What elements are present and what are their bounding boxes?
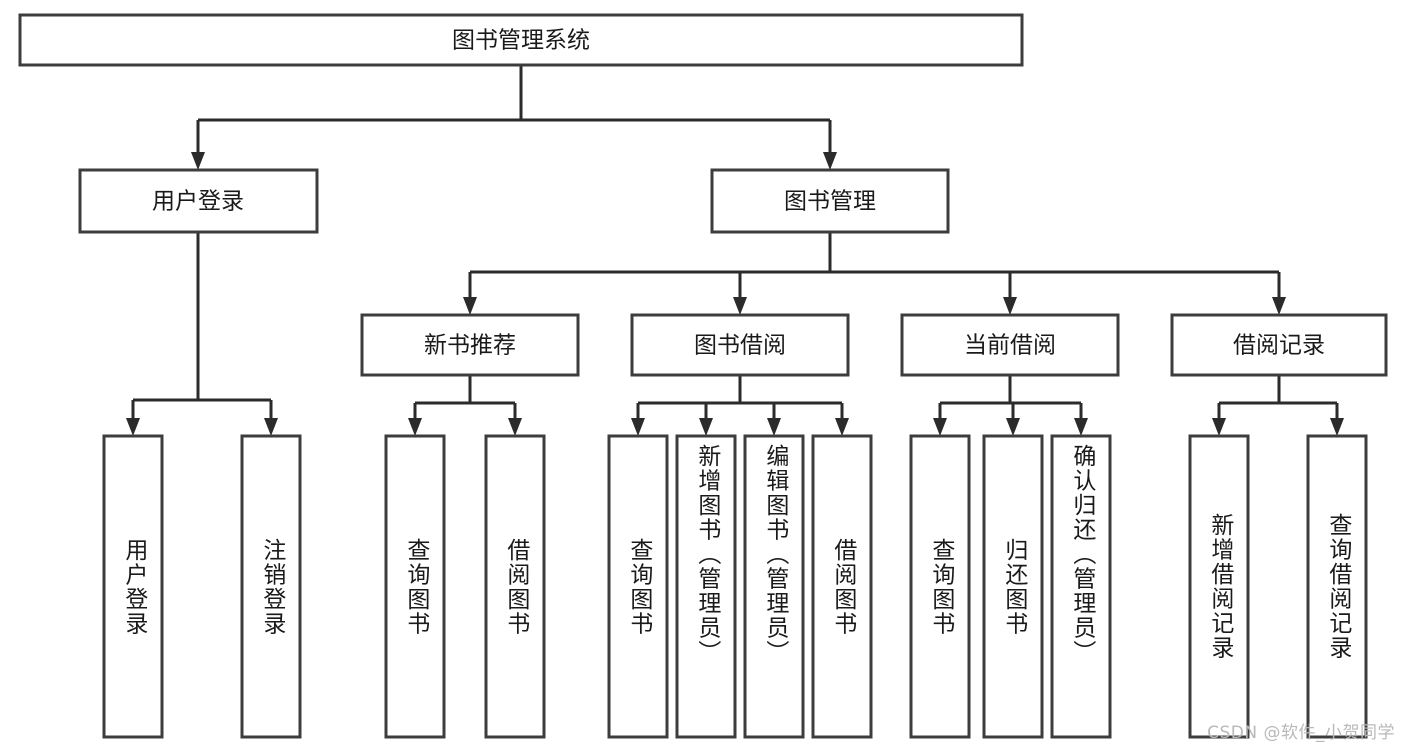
node-new-book-rec-box[interactable] [360, 313, 580, 377]
arrowhead-leaf-add-book [699, 418, 713, 436]
arrowhead-borrow-record [1272, 297, 1286, 315]
leaf-boxes [102, 434, 1368, 739]
leaf-box-query-record[interactable] [1306, 434, 1368, 739]
arrowhead-leaf-edit-book [767, 418, 781, 436]
leaf-box-add-record[interactable] [1188, 434, 1250, 739]
node-current-borrow-label: 当前借阅 [964, 333, 1056, 359]
node-borrow-record-box[interactable] [1170, 313, 1388, 377]
arrowhead-leaf-user-login [126, 418, 140, 436]
node-book-manage[interactable]: 图书管理 [710, 168, 950, 234]
csdn-watermark: CSDN @软件_小贺同学 [1207, 723, 1395, 743]
node-root-label: 图书管理系统 [452, 28, 590, 54]
leaf-box-query-book-3[interactable] [909, 434, 971, 739]
node-current-borrow[interactable]: 当前借阅 [900, 313, 1120, 377]
node-root[interactable]: 图书管理系统 [18, 13, 1024, 67]
node-user-login-box[interactable] [78, 168, 319, 234]
leaf-box-query-book-2[interactable] [607, 434, 669, 739]
connectors-book-borrow-to-leaves [631, 375, 849, 436]
arrowhead-leaf-confirm-return [1074, 418, 1088, 436]
arrowhead-leaf-logout-login [264, 418, 278, 436]
leaf-box-add-book[interactable] [675, 434, 737, 739]
arrowhead-leaf-borrow-book-1 [508, 418, 522, 436]
node-current-borrow-box[interactable] [900, 313, 1120, 377]
arrowhead-leaf-query-record [1330, 418, 1344, 436]
connectors-current-borrow-to-leaves [933, 375, 1088, 436]
leaf-box-borrow-book-1[interactable] [484, 434, 546, 739]
arrowhead-book-borrow [733, 297, 747, 315]
node-book-manage-label: 图书管理 [784, 189, 876, 215]
node-new-book-rec-label: 新书推荐 [424, 333, 516, 359]
arrowhead-leaf-add-record [1212, 418, 1226, 436]
node-borrow-record[interactable]: 借阅记录 [1170, 313, 1388, 377]
connectors-new-book-rec-to-leaves [408, 375, 522, 436]
leaf-box-borrow-book-2[interactable] [811, 434, 873, 739]
node-book-borrow[interactable]: 图书借阅 [630, 313, 850, 377]
arrowhead-leaf-borrow-book-2 [835, 418, 849, 436]
connectors-root-to-level2 [191, 65, 837, 170]
node-root-box[interactable] [18, 13, 1024, 67]
leaf-box-logout-login[interactable] [240, 434, 302, 739]
connectors-book-manage-to-level3 [463, 232, 1286, 315]
leaf-box-confirm-return[interactable] [1050, 434, 1112, 739]
connectors-user-login-to-leaves [126, 232, 278, 436]
node-borrow-record-label: 借阅记录 [1233, 333, 1325, 359]
arrowhead-new-book-rec [463, 297, 477, 315]
connectors-borrow-record-to-leaves [1212, 375, 1344, 436]
node-book-manage-box[interactable] [710, 168, 950, 234]
leaf-box-user-login[interactable] [102, 434, 164, 739]
arrowhead-leaf-query-book-2 [631, 418, 645, 436]
arrowhead-leaf-return-book [1006, 418, 1020, 436]
leaf-box-query-book-1[interactable] [384, 434, 446, 739]
arrowhead-leaf-query-book-3 [933, 418, 947, 436]
node-user-login[interactable]: 用户登录 [78, 168, 319, 234]
arrowhead-user-login [191, 152, 205, 170]
arrowhead-current-borrow [1003, 297, 1017, 315]
arrowhead-leaf-query-book-1 [408, 418, 422, 436]
arrowhead-book-manage [823, 152, 837, 170]
node-book-borrow-label: 图书借阅 [694, 333, 786, 359]
leaf-box-edit-book[interactable] [743, 434, 805, 739]
node-user-login-label: 用户登录 [152, 189, 244, 215]
leaf-box-return-book[interactable] [982, 434, 1044, 739]
node-book-borrow-box[interactable] [630, 313, 850, 377]
node-new-book-rec[interactable]: 新书推荐 [360, 313, 580, 377]
